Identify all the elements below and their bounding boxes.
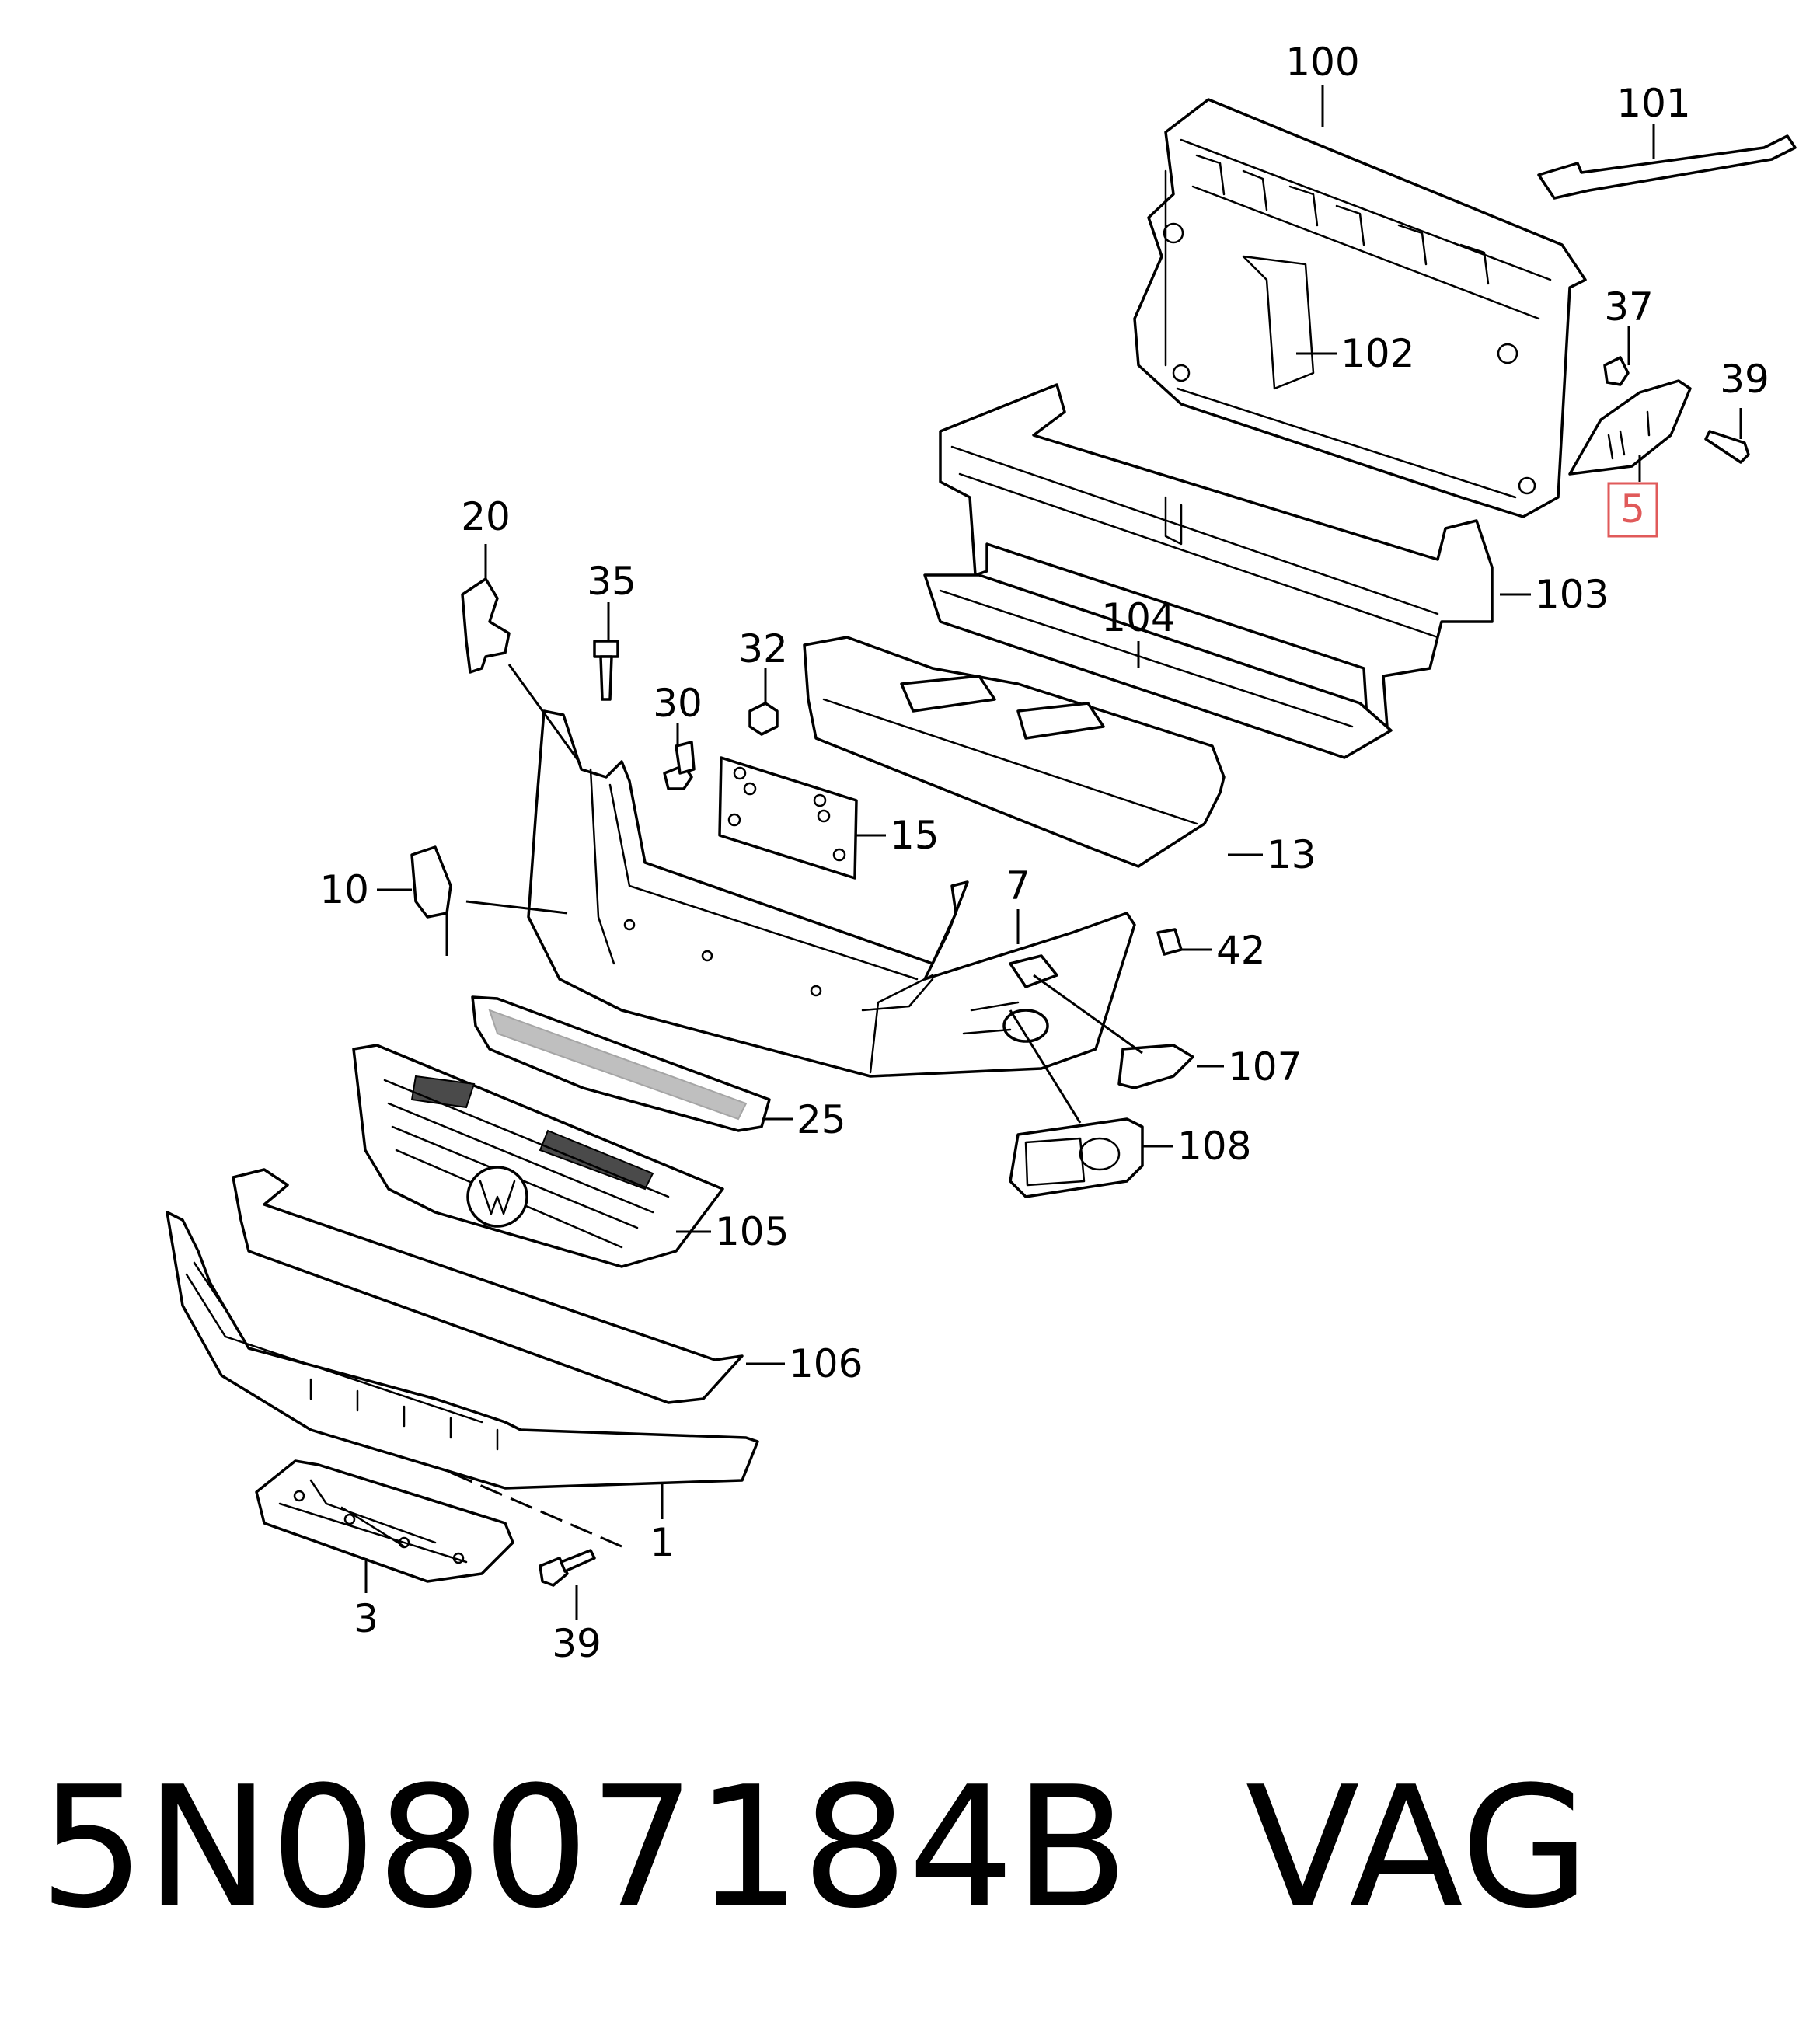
callout-102: 102 [1341,331,1414,376]
callout-106: 106 [789,1341,863,1386]
part-101-bracket [1537,134,1797,200]
callout-3: 3 [354,1596,378,1641]
part-105-radiator-grille [352,1044,724,1268]
callout-30: 30 [653,681,703,726]
part-108-fog-grille [1009,1117,1144,1198]
callout-1: 1 [650,1520,675,1565]
callout-15: 15 [890,813,940,858]
callout-13: 13 [1267,832,1316,877]
part-15-license-plate-bracket [718,756,858,880]
callout-5: 5 [1620,486,1645,532]
callout-10: 10 [319,867,369,912]
callout-25: 25 [797,1097,846,1142]
callout-7: 7 [1006,863,1030,908]
callout-labels: 100 101 102 37 39 5 103 104 20 35 32 30 … [319,40,1769,1666]
callout-104: 104 [1101,595,1175,640]
part-7-bumper-cover [527,709,1136,1078]
callout-108: 108 [1177,1124,1251,1169]
part-104-absorber-strip [923,573,1393,759]
callout-35: 35 [587,559,636,604]
part-42-nut [1156,928,1183,956]
part-35-screw [593,640,619,701]
part-32-clip [748,702,779,736]
part-1-spoiler [166,1211,759,1490]
callout-101: 101 [1616,81,1690,126]
part-25-lower-grille [471,995,771,1132]
callout-100: 100 [1285,40,1359,85]
callout-103: 103 [1535,572,1609,617]
callout-20: 20 [461,494,511,539]
part-39-screw-top [1704,430,1750,464]
part-39-screw-bottom [539,1549,596,1587]
part-3-underbody-panel [255,1459,514,1583]
highlight-box [1607,482,1658,538]
part-20-side-bracket [461,577,511,674]
part-13-impact-absorber [803,636,1226,868]
callout-105: 105 [715,1209,789,1254]
part-107-cover [1117,1044,1194,1089]
callout-39-top: 39 [1720,357,1769,402]
callout-32: 32 [738,626,788,671]
part-30-clip [663,741,696,790]
callout-42: 42 [1216,928,1266,973]
callout-37: 37 [1604,284,1654,329]
part-100-lock-carrier [1133,98,1587,518]
part-5-guide [1568,379,1692,476]
callout-39-bottom: 39 [552,1621,601,1666]
part-106-trim [232,1168,744,1404]
part-10-tow-cover [410,845,452,919]
part-37-clip [1603,356,1630,386]
leader-lines [364,85,1742,1620]
part-number: 5N0807184B [39,1750,1129,1945]
brand-name: VAG [1245,1750,1590,1945]
callout-107: 107 [1228,1044,1302,1089]
